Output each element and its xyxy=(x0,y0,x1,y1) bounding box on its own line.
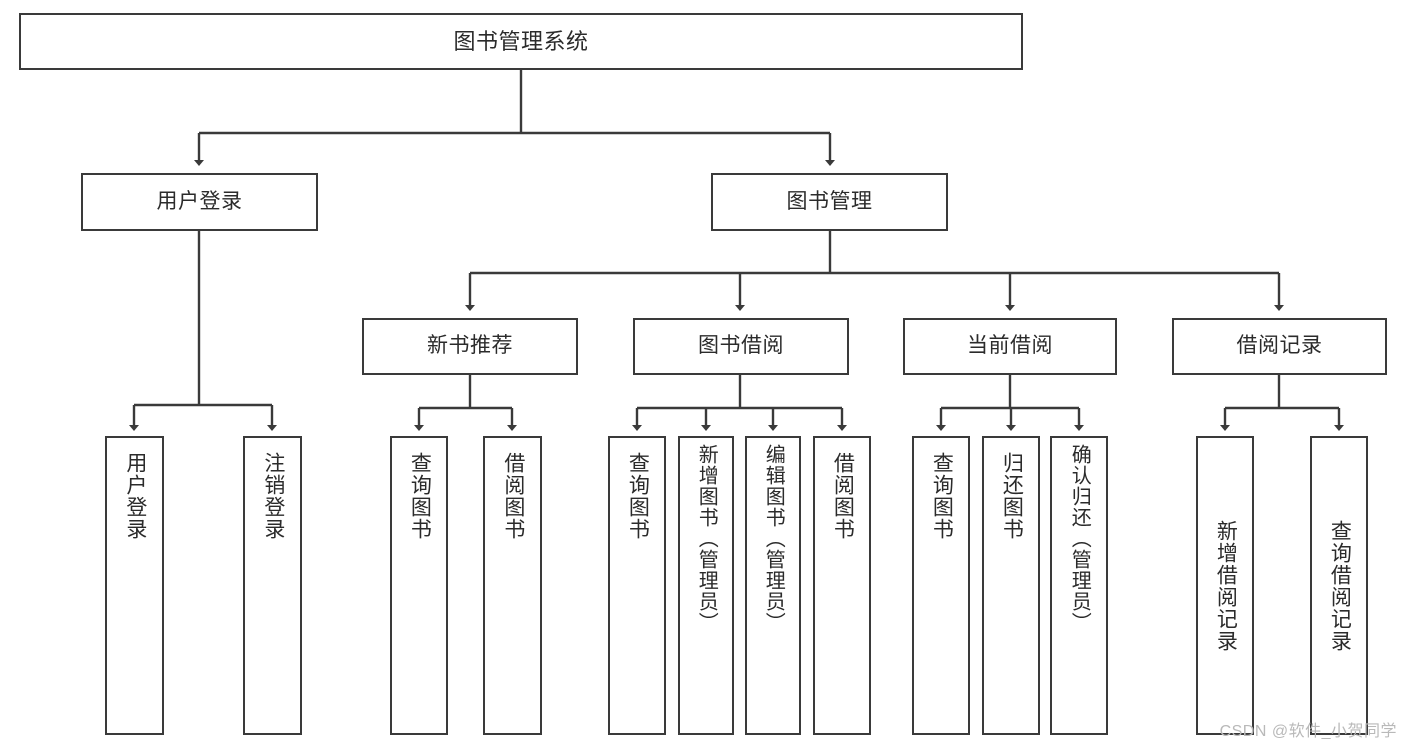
node-leaf-confirm-return-admin-label: 确认归还（管理员） xyxy=(1068,444,1091,633)
node-leaf-add-borrow-record-label: 新增借阅记录 xyxy=(1214,519,1238,652)
node-new-book-recommend[interactable]: 新书推荐 xyxy=(362,318,578,375)
node-leaf-query-book-current[interactable]: 查询图书 xyxy=(912,436,970,735)
node-leaf-query-borrow-record[interactable]: 查询借阅记录 xyxy=(1310,436,1368,735)
node-user-login-label: 用户登录 xyxy=(156,189,243,213)
node-leaf-borrow-book[interactable]: 借阅图书 xyxy=(813,436,871,735)
node-leaf-query-book-recommend[interactable]: 查询图书 xyxy=(390,436,448,735)
node-leaf-return-book[interactable]: 归还图书 xyxy=(982,436,1040,735)
node-leaf-borrow-book-recommend-label: 借阅图书 xyxy=(501,452,525,540)
node-leaf-query-book-borrow-label: 查询图书 xyxy=(626,452,650,540)
node-leaf-user-login-label: 用户登录 xyxy=(123,452,147,540)
csdn-watermark: CSDN @软件_小贺同学 xyxy=(1219,723,1397,740)
node-root-label: 图书管理系统 xyxy=(453,28,589,54)
node-leaf-edit-book-admin[interactable]: 编辑图书（管理员） xyxy=(745,436,801,735)
node-leaf-add-borrow-record[interactable]: 新增借阅记录 xyxy=(1196,436,1254,735)
node-leaf-add-book-admin[interactable]: 新增图书（管理员） xyxy=(678,436,734,735)
node-current-borrow-label: 当前借阅 xyxy=(967,334,1053,358)
node-leaf-borrow-book-recommend[interactable]: 借阅图书 xyxy=(483,436,542,735)
node-borrow-record[interactable]: 借阅记录 xyxy=(1172,318,1387,375)
node-leaf-user-logout-label: 注销登录 xyxy=(261,452,285,540)
node-leaf-confirm-return-admin[interactable]: 确认归还（管理员） xyxy=(1050,436,1108,735)
node-borrow-record-label: 借阅记录 xyxy=(1236,334,1323,358)
node-new-book-recommend-label: 新书推荐 xyxy=(427,334,513,358)
node-leaf-query-book-current-label: 查询图书 xyxy=(930,452,954,540)
node-leaf-borrow-book-label: 借阅图书 xyxy=(831,452,855,540)
node-root[interactable]: 图书管理系统 xyxy=(19,13,1023,70)
node-user-login[interactable]: 用户登录 xyxy=(81,173,318,231)
node-book-management[interactable]: 图书管理 xyxy=(711,173,948,231)
node-book-management-label: 图书管理 xyxy=(786,189,873,213)
node-leaf-add-book-admin-label: 新增图书（管理员） xyxy=(695,444,718,633)
node-leaf-query-borrow-record-label: 查询借阅记录 xyxy=(1328,519,1352,652)
node-current-borrow[interactable]: 当前借阅 xyxy=(903,318,1117,375)
node-leaf-return-book-label: 归还图书 xyxy=(1000,452,1024,540)
node-leaf-edit-book-admin-label: 编辑图书（管理员） xyxy=(762,444,785,633)
node-leaf-user-login[interactable]: 用户登录 xyxy=(105,436,164,735)
node-leaf-query-book-borrow[interactable]: 查询图书 xyxy=(608,436,666,735)
node-leaf-user-logout[interactable]: 注销登录 xyxy=(243,436,302,735)
node-book-borrow[interactable]: 图书借阅 xyxy=(633,318,849,375)
node-book-borrow-label: 图书借阅 xyxy=(698,334,784,358)
node-leaf-query-book-recommend-label: 查询图书 xyxy=(408,452,432,540)
